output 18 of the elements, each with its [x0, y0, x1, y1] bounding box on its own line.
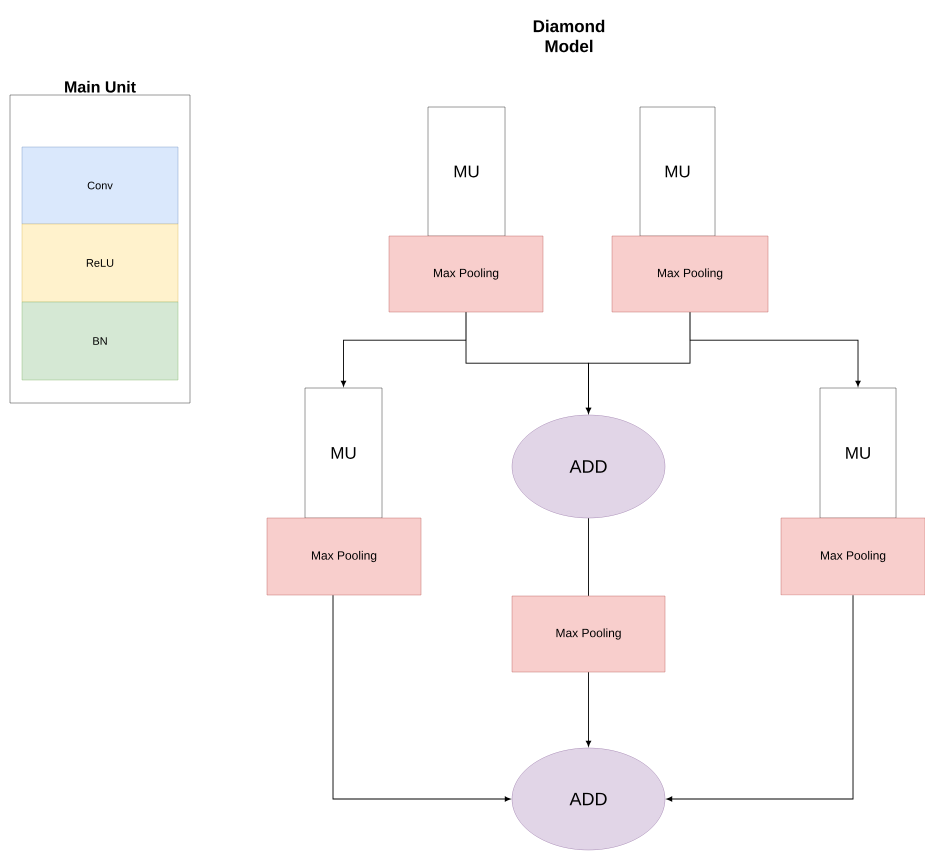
layer-box: Conv: [22, 146, 178, 224]
unit-box: MU: [304, 388, 382, 518]
arrow: [332, 594, 511, 802]
pooling-box: Max Pooling: [266, 518, 422, 596]
unit-box: MU: [820, 388, 896, 518]
unit-box: MU: [428, 106, 506, 236]
arrow: [666, 594, 854, 802]
pooling-box: Max Pooling: [388, 236, 544, 312]
pooling-box: Max Pooling: [780, 518, 925, 596]
arrow: [586, 672, 592, 747]
title: Diamond Model: [534, 20, 604, 52]
pooling-box: Max Pooling: [512, 596, 666, 672]
node-label: Main Unit: [65, 80, 136, 93]
unit-box: MU: [640, 106, 716, 236]
layer-box: BN: [22, 302, 178, 380]
pooling-box: Max Pooling: [612, 236, 768, 312]
layer-box: ReLU: [22, 224, 178, 302]
arrow: [690, 312, 861, 387]
